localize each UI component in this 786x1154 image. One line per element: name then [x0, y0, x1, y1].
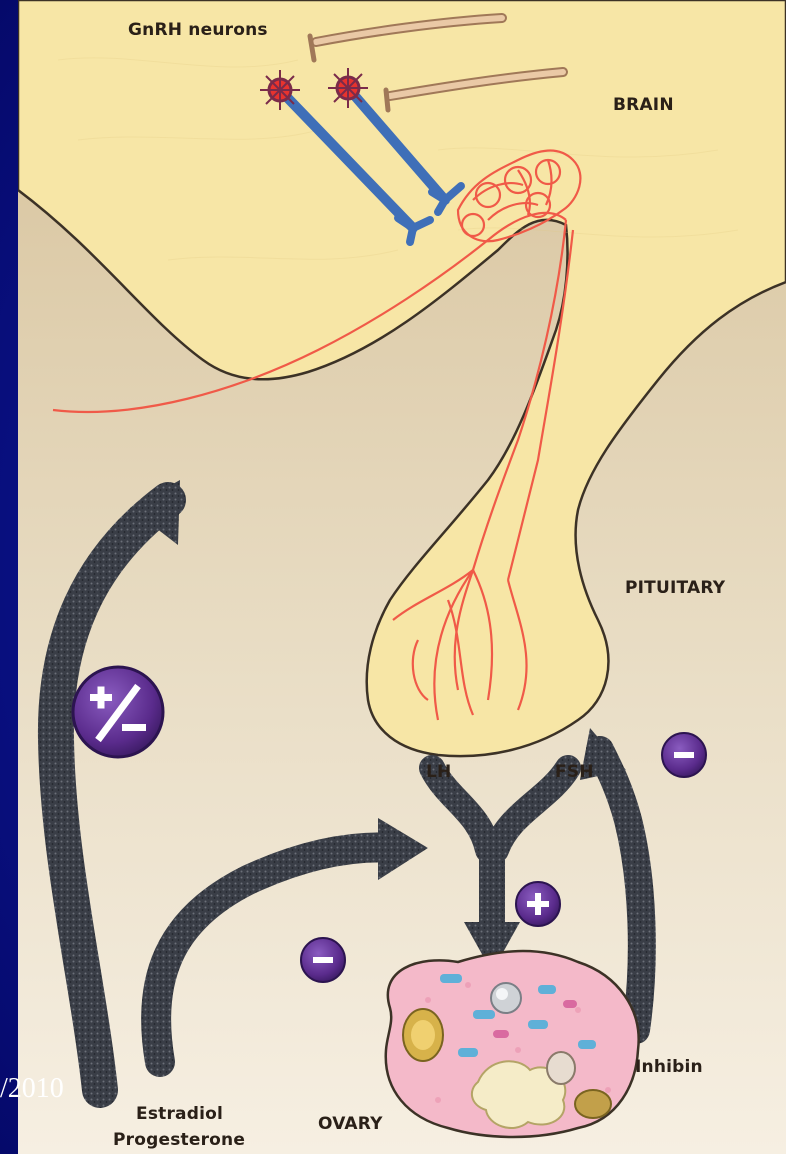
ovary-label: OVARY	[318, 1114, 383, 1134]
estradiol-label: Estradiol	[136, 1104, 223, 1124]
plus-badge-center	[514, 880, 562, 928]
brain-label: BRAIN	[613, 95, 674, 115]
minus-badge-left	[299, 936, 347, 984]
lh-label: LH	[426, 762, 451, 782]
plus-minus-badge	[70, 664, 166, 760]
minus-badge-right	[660, 731, 708, 779]
gnrh-neurons-label: GnRH neurons	[128, 20, 268, 40]
ovary	[386, 951, 639, 1137]
inhibin-label: Inhibin	[635, 1057, 703, 1077]
diagram-graphic	[18, 0, 786, 1154]
fsh-label: FSH	[555, 762, 594, 782]
footer-date-fragment: /2010	[0, 1073, 64, 1105]
pituitary-label: PITUITARY	[625, 578, 725, 598]
hpg-axis-diagram: GnRH neurons BRAIN PITUITARY LH FSH Inhi…	[18, 0, 786, 1154]
progesterone-label: Progesterone	[113, 1130, 245, 1150]
